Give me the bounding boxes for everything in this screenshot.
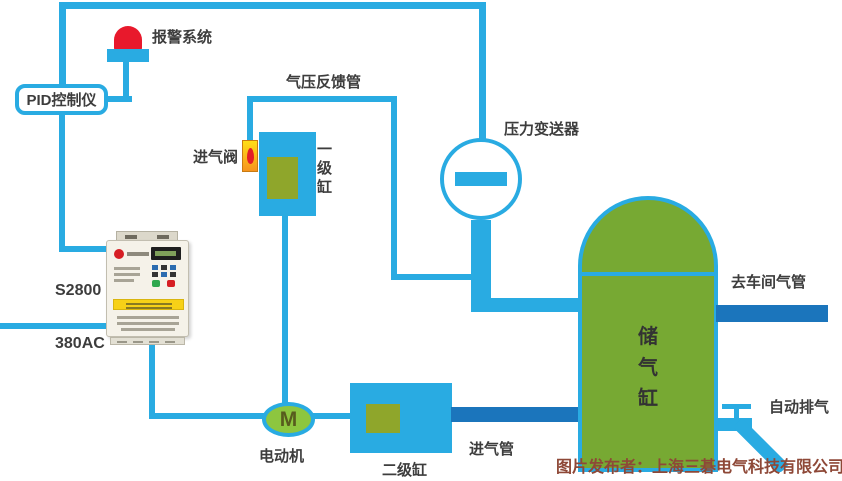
exhaust-valve-handle (722, 404, 751, 409)
auto-exhaust-label: 自动排气 (769, 399, 830, 416)
transmitter-pipe-vertical (471, 220, 491, 312)
storage-tank-body (578, 276, 718, 472)
keypad-key (161, 265, 167, 270)
inverter-device (104, 231, 192, 345)
line-380ac (0, 323, 110, 329)
line-inverter-to-motor (149, 413, 267, 419)
transmitter-pipe-horizontal (471, 298, 582, 312)
pressure-transmitter-bar (455, 172, 507, 186)
stop-key (167, 280, 175, 287)
stage1-cylinder-label: 一 级 缸 (317, 141, 333, 196)
feedback-line-bottom (391, 274, 479, 280)
alarm-system-label: 报警系统 (152, 29, 213, 46)
power-supply-label: 380AC (55, 335, 105, 352)
feedback-line-left (247, 96, 253, 143)
alarm-lamp-icon (114, 26, 142, 51)
stage2-cylinder-cell (366, 404, 400, 433)
publisher-credit: 图片发布者：上海三碁电气科技有限公司 (556, 459, 842, 476)
exhaust-valve-stem (734, 409, 739, 419)
line-inverter-down (149, 343, 155, 419)
keypad-key (152, 272, 158, 277)
storage-tank-label: 储 气 缸 (638, 326, 658, 410)
alarm-lamp-base (107, 49, 149, 62)
storage-tank-dome (578, 196, 718, 276)
line-pid-down (59, 113, 65, 252)
inverter-model-label: S2800 (55, 282, 102, 299)
line-top-horizontal (59, 2, 486, 9)
brand-logo-icon (114, 249, 124, 259)
intake-valve-icon (242, 140, 258, 172)
alarm-stem (123, 60, 129, 100)
stage1-cylinder-cell (267, 157, 298, 199)
pid-controller-label: PID控制仪 (26, 92, 97, 109)
warning-strip (113, 299, 184, 310)
line-pid-to-alarm (108, 96, 132, 102)
workshop-pipe-label: 去车间气管 (731, 274, 807, 291)
intake-pipe (451, 407, 582, 422)
keypad-key (170, 265, 176, 270)
pid-controller-box: PID控制仪 (15, 84, 108, 115)
feedback-line-right (391, 96, 397, 280)
keypad-key (170, 272, 176, 277)
inverter-display (151, 247, 181, 260)
keypad-key (161, 272, 167, 277)
valve-flame-icon (246, 148, 254, 164)
inverter-body (106, 240, 189, 337)
motor-label: 电动机 (259, 448, 305, 465)
workshop-pipe (716, 305, 828, 322)
pressure-transmitter-label: 压力变送器 (504, 121, 580, 138)
keypad-key (152, 265, 158, 270)
inverter-base (110, 337, 185, 345)
line-motor-to-cylinder2 (310, 413, 355, 419)
motor-letter: M (279, 407, 298, 431)
line-cylinder1-to-motor (282, 214, 288, 405)
run-key (152, 280, 160, 287)
intake-pipe-label: 进气管 (469, 441, 515, 458)
line-to-inverter (59, 246, 111, 252)
motor-icon: M (262, 402, 315, 437)
feedback-pipe-label: 气压反馈管 (286, 74, 362, 91)
stage2-cylinder-label: 二级缸 (382, 462, 428, 479)
line-transmitter-vertical (479, 2, 486, 142)
line-left-vertical (59, 2, 66, 86)
intake-valve-label: 进气阀 (193, 149, 239, 166)
feedback-line-top (247, 96, 397, 102)
